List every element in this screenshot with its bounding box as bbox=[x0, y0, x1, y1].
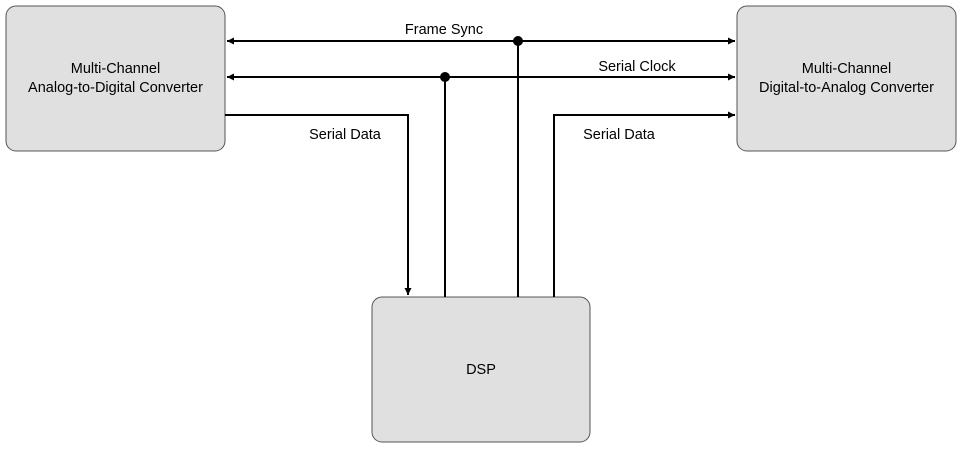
dac-label-line2: Digital-to-Analog Converter bbox=[759, 80, 934, 96]
serial-data-adc-label: Serial Data bbox=[309, 127, 382, 143]
adc-label-line1: Multi-Channel bbox=[71, 61, 160, 77]
dac-block bbox=[736, 5, 957, 152]
dac-label-line1: Multi-Channel bbox=[802, 61, 891, 77]
serial-clock-junction bbox=[440, 72, 450, 82]
adc-label-line2: Analog-to-Digital Converter bbox=[28, 80, 203, 96]
adc-block bbox=[5, 5, 226, 152]
dsp-label: DSP bbox=[466, 362, 496, 378]
serial-data-dac-label: Serial Data bbox=[583, 127, 656, 143]
dsp-block bbox=[371, 296, 591, 443]
frame-sync-label: Frame Sync bbox=[405, 22, 483, 38]
serial-data-adc-to-dsp bbox=[225, 114, 412, 295]
serial-clock-label: Serial Clock bbox=[598, 59, 676, 75]
frame-sync-junction bbox=[513, 36, 523, 46]
serial-data-dsp-to-dac bbox=[553, 111, 735, 297]
